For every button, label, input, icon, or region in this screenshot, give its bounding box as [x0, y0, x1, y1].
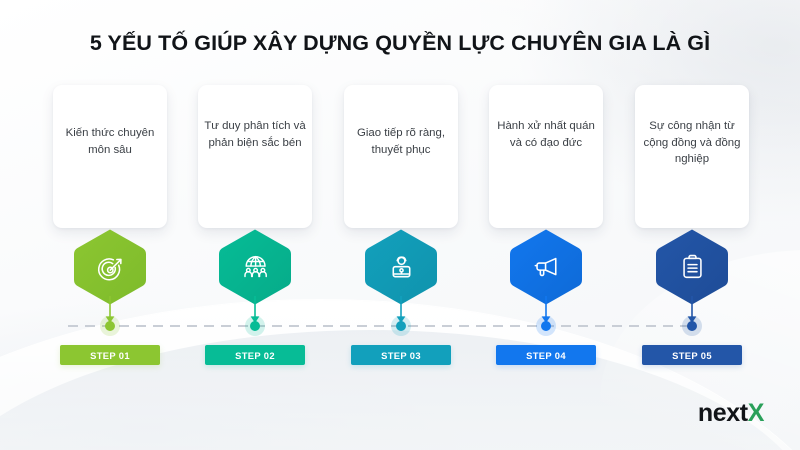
- step-connector-arrow: [250, 296, 260, 326]
- megaphone-icon: [534, 257, 557, 277]
- step-timeline-dot: [100, 316, 120, 336]
- step-timeline-dot: [245, 316, 265, 336]
- step-card[interactable]: Sự công nhận từ cộng đồng và đồng nghiệp: [635, 85, 749, 228]
- step-hexagon[interactable]: [361, 228, 441, 306]
- step-card[interactable]: Giao tiếp rõ ràng, thuyết phục: [344, 85, 458, 228]
- timeline-step: Tư duy phân tích và phản biện sắc bén: [195, 0, 315, 450]
- target-arrow-icon: [97, 258, 122, 281]
- step-hexagon[interactable]: [70, 228, 150, 306]
- timeline-step: Giao tiếp rõ ràng, thuyết phục: [341, 0, 461, 450]
- step-card-text: Kiến thức chuyên môn sâu: [65, 127, 155, 156]
- clipboard-icon: [683, 254, 702, 279]
- step-hexagon[interactable]: [506, 228, 586, 306]
- step-card-text: Tư duy phân tích và phản biện sắc bén: [204, 120, 306, 149]
- step-badge[interactable]: STEP 03: [351, 345, 451, 365]
- step-connector-arrow: [105, 296, 115, 326]
- step-card-text: Giao tiếp rõ ràng, thuyết phục: [356, 127, 445, 156]
- step-badge[interactable]: STEP 04: [496, 345, 596, 365]
- brand-name-dark: next: [697, 399, 748, 427]
- page-title: 5 YẾU TỐ GIÚP XÂY DỰNG QUYỀN LỰC CHUYÊN …: [89, 31, 711, 55]
- timeline-step: Kiến thức chuyên môn sâu: [50, 0, 170, 450]
- step-badge-label: STEP 03: [381, 349, 421, 361]
- step-hexagon[interactable]: [652, 228, 732, 306]
- step-badge[interactable]: STEP 01: [60, 345, 160, 365]
- step-timeline-dot: [536, 316, 556, 336]
- step-badge[interactable]: STEP 05: [642, 345, 742, 365]
- person-laptop-icon: [392, 256, 411, 278]
- timeline-step: Sự công nhận từ cộng đồng và đồng nghiệp: [632, 0, 752, 450]
- step-hexagon[interactable]: [215, 228, 295, 306]
- brand-logo: nextX: [697, 399, 765, 428]
- step-connector-arrow: [541, 296, 551, 326]
- step-badge-label: STEP 05: [672, 349, 712, 361]
- step-connector-arrow: [396, 296, 406, 326]
- step-timeline-dot: [682, 316, 702, 336]
- timeline-step: Hành xử nhất quán và có đạo đức: [486, 0, 606, 450]
- global-network-people-icon: [244, 255, 267, 278]
- step-card-text: Sự công nhận từ cộng đồng và đồng nghiệp: [643, 120, 741, 165]
- step-card[interactable]: Kiến thức chuyên môn sâu: [53, 85, 167, 228]
- step-badge-label: STEP 01: [90, 349, 130, 361]
- step-timeline-dot: [391, 316, 411, 336]
- step-badge[interactable]: STEP 02: [205, 345, 305, 365]
- step-badge-label: STEP 04: [526, 349, 566, 361]
- step-card[interactable]: Hành xử nhất quán và có đạo đức: [489, 85, 603, 228]
- brand-name-accent: X: [747, 399, 765, 427]
- step-card[interactable]: Tư duy phân tích và phản biện sắc bén: [198, 85, 312, 228]
- step-connector-arrow: [687, 296, 697, 326]
- timeline-rail: [68, 325, 688, 327]
- step-badge-label: STEP 02: [235, 349, 275, 361]
- step-card-text: Hành xử nhất quán và có đạo đức: [497, 120, 595, 149]
